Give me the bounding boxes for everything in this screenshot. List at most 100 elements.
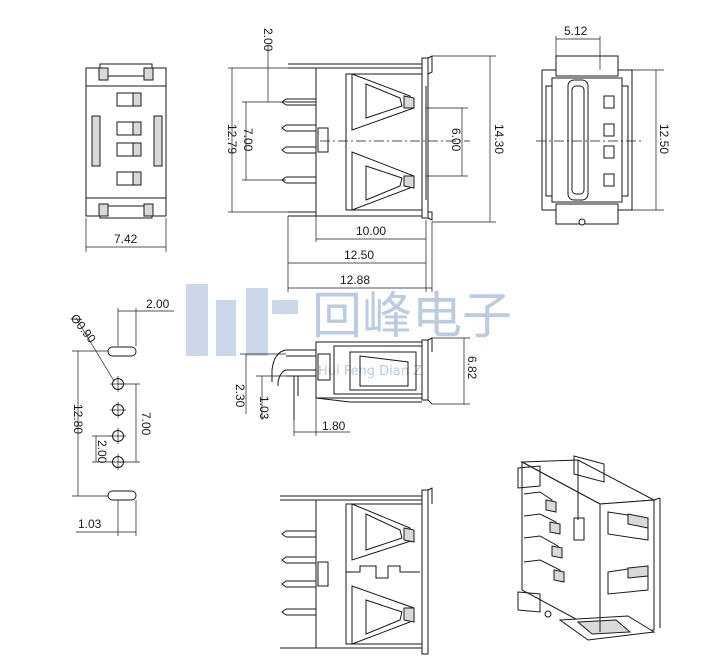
side-spring-lower-inner [365,165,403,201]
bottom-spring-lower-inner [365,599,403,635]
iso-shell-left-top [517,465,541,489]
small-spring [359,355,409,387]
side-depth-10-label: 10.00 [356,224,386,238]
iso-spring-upper-tip [627,513,649,529]
rear-view: 5.12 12.50 [536,24,671,226]
rear-top-cap [555,55,619,77]
small-side-view: 6.82 2.30 1.03 1.80 [233,337,479,436]
watermark-logo-bar-3 [246,288,268,356]
rear-outer [541,69,633,211]
bottom-housing [315,499,427,649]
rear-pin-3 [603,145,615,159]
pcb-footprint: Ø0.90 2.00 12.80 7.00 2.00 1.03 [68,297,174,536]
pcb-hole-dia-label: Ø0.90 [68,311,99,346]
side-flange-bottom-hook [427,211,433,221]
bottom-spring-lower-tip [403,607,415,623]
iso-latch [573,517,585,541]
pcb-slot-bottom [107,490,137,501]
side-pin-span-label: 7.00 [241,128,255,152]
watermark-logo-bar-1 [186,284,208,356]
front-btab-right [143,203,154,217]
rear-mark [578,218,586,226]
bottom-latch [317,561,329,587]
small-flange-hook2 [427,399,433,405]
small-window [349,351,417,391]
bottom-center-notch [346,565,420,579]
pcb-leader [75,317,115,382]
rear-height-label: 12.50 [657,124,671,154]
bottom-pin-2-tip [281,556,287,564]
bottom-spring-upper-tip [403,527,415,543]
side-view: 14.30 6.00 12.79 7.00 2.00 10.00 12.50 1… [225,28,506,292]
small-latch [317,353,331,381]
side-height-label: 14.30 [492,124,506,154]
small-pin-230-label: 2.30 [233,384,247,408]
front-tab-left [98,67,109,81]
rear-top-width-label: 5.12 [564,24,588,38]
side-flange-top-hook [427,55,433,75]
side-slot-label: 6.00 [449,128,463,152]
side-depth-1250-label: 12.50 [344,248,374,262]
pcb-pitch-mid-label: 2.00 [95,440,109,464]
side-body-height-label: 12.79 [225,124,239,154]
front-tab-right [143,67,154,81]
small-pin-bend-2 [277,369,287,386]
watermark-logo-bar-2 [216,300,236,356]
pcb-span-1280-label: 12.80 [71,404,85,434]
watermark: 回峰电子 Hui Feng Dian Zi [186,284,512,379]
side-top-pitch-label: 2.00 [261,28,275,52]
bottom-side-view [280,487,433,655]
iso-front-edge [653,497,661,501]
iso-bottom-window [576,619,632,635]
front-side-right [153,115,163,167]
front-view: 7.42 [85,63,167,252]
pcb-slot-top [107,346,137,357]
iso-pin-4-tip [553,569,565,583]
bottom-body-front [345,503,427,645]
side-pin-2-tip [281,124,287,132]
side-spring-upper-tip [403,95,415,109]
watermark-pinyin: Hui Feng Dian Zi [318,364,426,379]
rear-inner [551,77,623,203]
side-housing [315,67,427,217]
small-pin-103-label: 1.03 [257,396,271,420]
side-spring-upper-inner [365,83,403,119]
small-pin-bend-1 [271,349,287,382]
side-pin-3-tip [281,146,287,154]
small-height-label: 6.82 [465,356,479,380]
pcb-offset-label: 1.03 [78,517,102,531]
iso-shell-top-plate [573,455,605,483]
front-contact-2-tip [132,121,142,136]
iso-mark [544,610,552,618]
iso-pin-2-tip [549,521,561,535]
rear-pin-4 [603,173,615,187]
small-shell-bottom [315,397,351,403]
rear-pin-1 [603,95,615,109]
front-side-left [91,115,101,167]
bottom-pin-1-tip [281,530,287,538]
watermark-logo-bar-4 [272,300,298,314]
front-contact-4-tip [132,171,142,186]
iso-pin-3-tip [551,545,563,559]
bottom-spring-upper-inner [365,513,403,551]
pcb-span-700-label: 7.00 [139,412,153,436]
small-flange [421,339,429,401]
side-body-front [345,73,427,211]
bottom-pin-4-tip [281,608,287,616]
rear-slot-inner [571,85,585,195]
iso-pin-1-tip [545,499,557,513]
bottom-flange [421,489,429,655]
front-width-label: 7.42 [114,232,138,246]
side-flange [421,57,429,219]
iso-shell-left-bottom [517,591,541,613]
front-contact-1-tip [132,92,142,107]
isometric-view [517,455,661,641]
front-contact-3-tip [132,142,142,157]
front-btab-left [98,203,109,217]
iso-spring-lower-tip [627,565,649,579]
watermark-company: 回峰电子 [312,287,512,345]
side-depth-1288-label: 12.88 [340,273,370,287]
bottom-pin-3-tip [281,580,287,588]
side-latch [317,127,329,153]
